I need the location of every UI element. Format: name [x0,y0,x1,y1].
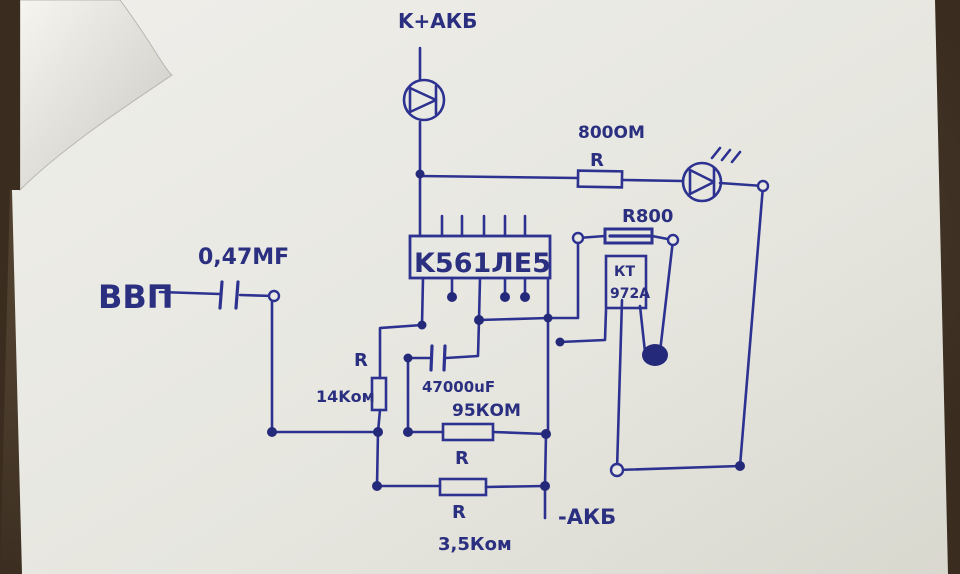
label-input-name: ВВП [98,278,174,316]
resistor-left [370,376,388,412]
led [681,146,742,203]
junctions [267,169,770,491]
label-transistor-line1: КТ [614,264,635,280]
resistor-mid [441,422,495,442]
label-r-top-value: 800ОМ [578,123,645,143]
label-ground: -АКБ [558,505,616,529]
label-r-left-name: R [354,350,368,371]
label-r-bottom-name: R [452,502,466,523]
label-cap-mid-value: 47000uF [422,378,495,396]
label-r-right-name: R800 [622,206,673,227]
chip-body [408,234,552,280]
transistor-body [604,254,648,310]
resistor-right [603,227,654,245]
label-r-bottom-value: 3,5Ком [438,534,512,555]
label-chip-name: K561ЛЕ5 [414,248,551,279]
label-top-supply: K+АКБ [398,9,477,33]
supply-diode [402,78,446,122]
label-r-mid-name: R [455,448,469,469]
label-cap-in-value: 0,47MF [198,245,289,270]
label-r-left-value: 14Kом [316,387,375,406]
label-r-mid-value: 95КОМ [452,401,521,421]
mid-capacitor [429,344,447,372]
paper-curl [19,0,173,192]
label-r-top-name: R [590,150,604,171]
relay-coil [642,344,668,366]
resistor-top [576,169,624,189]
resistor-bottom [438,477,488,497]
label-transistor-line2: 972A [610,286,650,302]
input-capacitor [218,280,240,310]
